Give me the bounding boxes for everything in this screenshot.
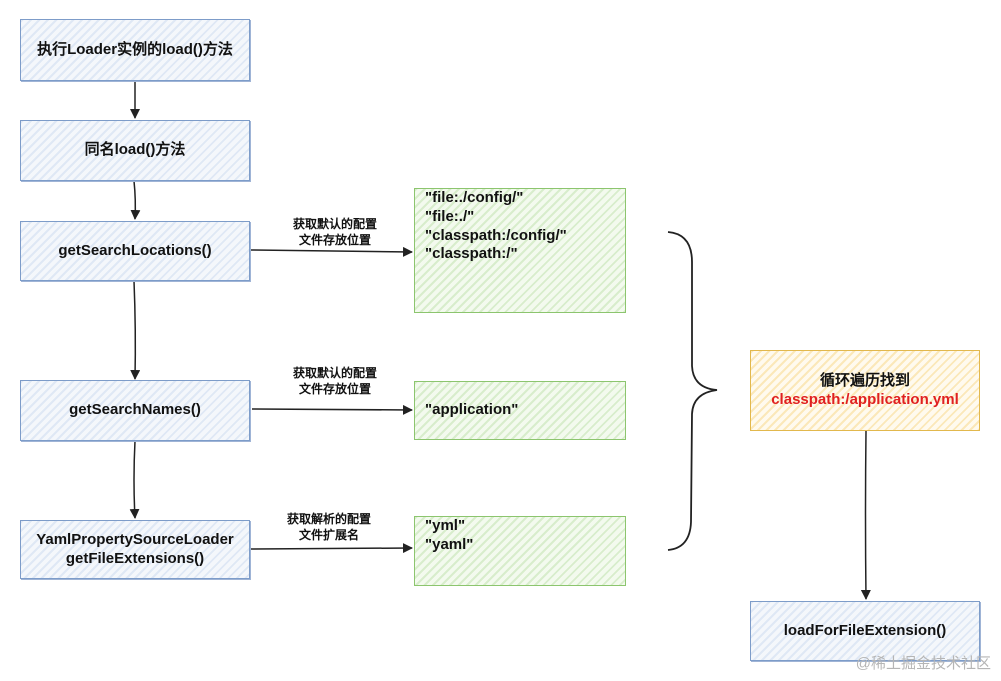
same-name-load-label: 同名load()方法 [84, 141, 186, 159]
watermark: @稀土掘金技术社区 [855, 655, 991, 672]
location-item: "file:./" [425, 207, 475, 225]
location-item: "classpath:/" [425, 245, 518, 263]
execute-load-node: 执行Loader实例的load()方法 [20, 19, 250, 81]
loop-find-line1: 循环遍历找到 [819, 371, 910, 389]
locations-edge-label-line1: 获取默认的配置 [292, 217, 377, 231]
get-search-names-node: getSearchNames() [20, 380, 250, 441]
name-item: "application" [425, 401, 519, 419]
location-item: "classpath:/config/" [425, 226, 567, 244]
same-name-load-node: 同名load()方法 [20, 120, 250, 181]
extension-item: "yml" [425, 517, 466, 534]
names-edge-label-line2: 文件存放位置 [298, 381, 371, 396]
extensions-edge-label-line2: 文件扩展名 [298, 527, 359, 542]
locations-result-box: "file:./config/" "file:./" "classpath:/c… [414, 188, 626, 313]
arrow-extensions-to-results [249, 543, 413, 554]
extension-item: "yaml" [425, 535, 474, 553]
loop-find-highlight: classpath:/application.yml [771, 390, 959, 408]
loop-find-node: 循环遍历找到 classpath:/application.yml [750, 350, 980, 431]
arrow-locations-to-results [249, 246, 413, 257]
locations-edge-label: 获取默认的配置 文件存放位置 [270, 217, 400, 248]
names-edge-label-line1: 获取默认的配置 [292, 366, 377, 380]
get-search-names-label: getSearchNames() [69, 401, 201, 419]
arrow-names-to-results [251, 404, 413, 415]
extensions-edge-label-line1: 获取解析的配置 [286, 512, 371, 526]
execute-load-label: 执行Loader实例的load()方法 [37, 40, 233, 58]
yaml-loader-node: YamlPropertySourceLoader getFileExtensio… [20, 520, 250, 579]
arrow-locations-to-names [130, 280, 141, 380]
load-for-file-extension-node: loadForFileExtension() [750, 601, 980, 661]
yaml-loader-line1: YamlPropertySourceLoader [36, 530, 234, 548]
names-result-box: "application" [414, 381, 626, 440]
names-edge-label: 获取默认的配置 文件存放位置 [270, 366, 400, 397]
locations-edge-label-line2: 文件存放位置 [298, 232, 371, 247]
yaml-loader-line2: getFileExtensions() [65, 549, 205, 567]
grouping-brace [667, 231, 718, 551]
extensions-result-box: "yml" "yaml" [414, 516, 626, 586]
arrow-samename-to-locations [130, 180, 141, 220]
load-for-file-extension-label: loadForFileExtension() [783, 621, 947, 639]
location-item: "file:./config/" [425, 189, 524, 206]
arrow-names-to-extensions [129, 440, 140, 519]
extensions-edge-label: 获取解析的配置 文件扩展名 [264, 512, 394, 543]
get-search-locations-node: getSearchLocations() [20, 221, 250, 281]
get-search-locations-label: getSearchLocations() [58, 241, 212, 259]
arrow-loop-to-loadext [860, 430, 871, 600]
